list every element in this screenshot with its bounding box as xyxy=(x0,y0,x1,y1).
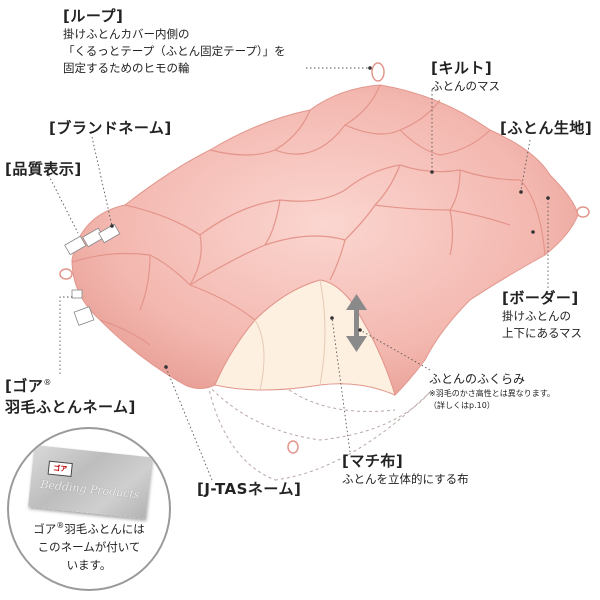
tag-text: Bedding Products xyxy=(39,477,141,502)
fabric-title: [ふとん生地] xyxy=(500,119,593,137)
gore-name-inset: ゴア Bedding Products ゴア®羽毛ふとんには このネームが付いて… xyxy=(7,427,171,591)
loop-marks xyxy=(59,62,590,454)
gore-label: [ゴア® 羽毛ふとんネーム] xyxy=(5,375,136,417)
leader-lines xyxy=(44,67,549,481)
border-line-1: 掛けふとんの xyxy=(502,309,571,323)
loop-line-1: 掛けふとんカバー内側の xyxy=(63,27,190,41)
loft-arrow xyxy=(346,294,367,352)
brand-name-title: [ブランドネーム] xyxy=(49,119,172,137)
border-title: [ボーダー] xyxy=(502,289,579,307)
caption-3: います。 xyxy=(66,557,112,572)
loop-label: [ループ] 掛けふとんカバー内側の 「くるっとテープ（ふとん固定テープ）」を 固… xyxy=(63,5,286,77)
loop-line-3: 固定するためのヒモの輪 xyxy=(63,61,190,75)
border-label: [ボーダー] 掛けふとんの 上下にあるマス xyxy=(502,287,582,342)
jtas-title: [J-TASネーム] xyxy=(197,480,302,498)
loop-line-2: 「くるっとテープ（ふとん固定テープ）」を xyxy=(63,44,286,58)
gore-logo-icon: ゴア xyxy=(47,460,73,478)
caption-1a: ゴア xyxy=(33,521,57,536)
quilt-title: [キルト] xyxy=(431,59,493,77)
quality-title: [品質表示] xyxy=(5,160,82,178)
loop-title: [ループ] xyxy=(63,7,124,25)
loft-label: ふとんのふくらみ ※羽毛のかさ高性とは異なります。 （詳しくはp.10） xyxy=(429,371,555,412)
inset-caption: ゴア®羽毛ふとんには このネームが付いて います。 xyxy=(9,517,169,574)
quilt-label: [キルト] ふとんのマス xyxy=(431,57,500,95)
loft-title: ふとんのふくらみ xyxy=(429,372,526,386)
gore-name-tag: ゴア Bedding Products xyxy=(28,445,152,519)
gore-title-2: 羽毛ふとんネーム] xyxy=(5,398,136,416)
quilt-seams xyxy=(71,84,546,346)
loft-note-1: ※羽毛のかさ高性とは異なります。 xyxy=(429,389,555,398)
loft-note-2: （詳しくはp.10） xyxy=(429,401,495,410)
quilt-line-1: ふとんのマス xyxy=(431,79,500,93)
leader-dots xyxy=(110,66,550,369)
gusset-line-1: ふとんを立体的にする布 xyxy=(342,472,469,486)
caption-reg: ® xyxy=(56,521,65,530)
border-line-2: 上下にあるマス xyxy=(502,326,583,340)
caption-1b: 羽毛ふとんには xyxy=(64,521,145,536)
gusset-title: [マチ布] xyxy=(342,452,404,470)
gore-title-1: [ゴア xyxy=(5,377,44,395)
sewn-tags xyxy=(64,223,121,326)
caption-2: このネームが付いて xyxy=(37,539,141,554)
gore-reg: ® xyxy=(43,378,52,387)
hidden-bottom-outline xyxy=(207,359,431,481)
gusset-label: [マチ布] ふとんを立体的にする布 xyxy=(342,450,469,488)
